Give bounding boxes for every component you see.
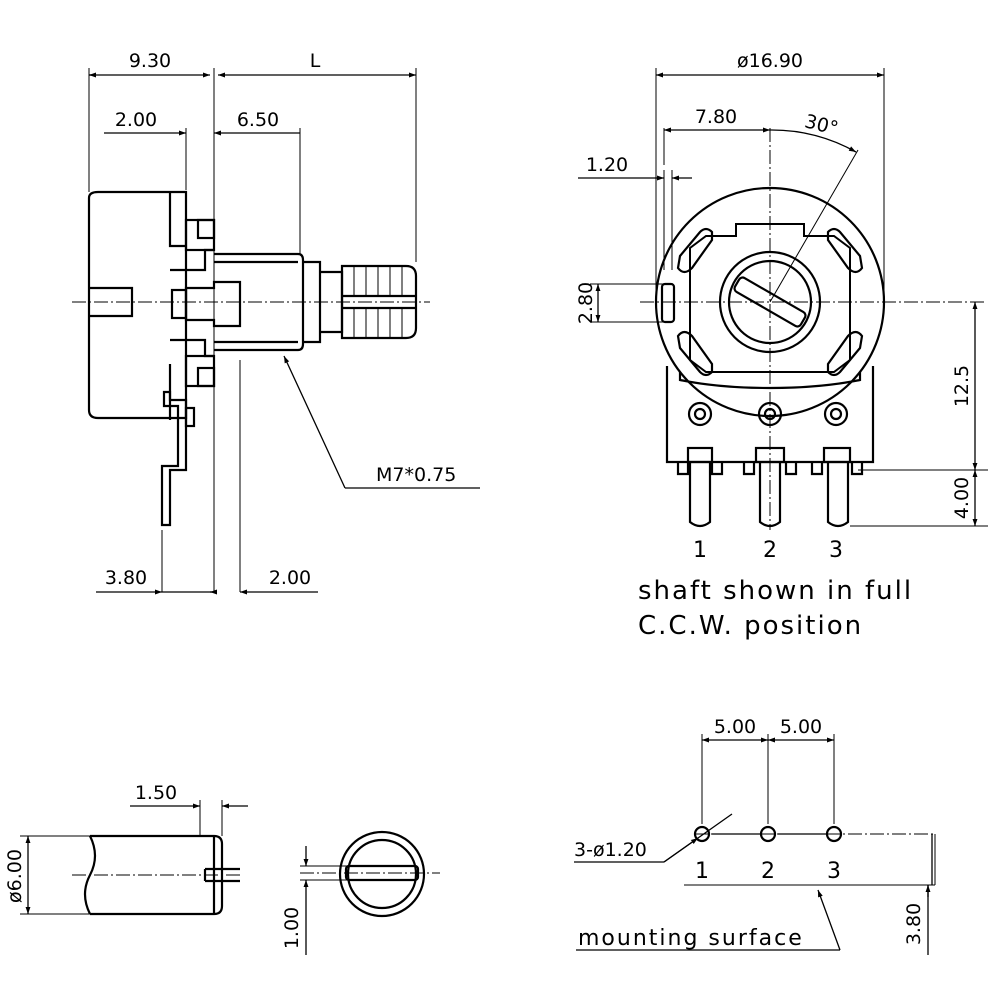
dim-3-80: 3.80 (105, 567, 147, 589)
footprint-pin-3: 3 (827, 859, 841, 884)
terminal-leg (160, 390, 188, 527)
pin-label-2: 2 (763, 538, 777, 563)
pin-label-3: 3 (829, 538, 843, 563)
hole-label: 3-ø1.20 (574, 839, 647, 861)
footprint-pin-1: 1 (695, 859, 709, 884)
dim-diameter: ø16.90 (737, 50, 803, 72)
dim-12-5: 12.5 (951, 365, 973, 407)
dim-3-80-footprint: 3.80 (903, 903, 925, 945)
shaft-slot (733, 276, 807, 328)
knurled-shaft (340, 264, 418, 340)
dim-diameter-shaft: ø6.00 (4, 849, 26, 903)
dim-1-20: 1.20 (586, 154, 628, 176)
note-line-2: C.C.W. position (638, 611, 863, 641)
thread-label: M7*0.75 (376, 464, 456, 486)
dim-pitch-b: 5.00 (780, 716, 822, 738)
pin-label-1: 1 (693, 538, 707, 563)
dim-pitch-a: 5.00 (714, 716, 756, 738)
mounting-label: mounting surface (578, 926, 804, 951)
dim-2-00-bottom: 2.00 (269, 567, 311, 589)
shaft-end-view (338, 830, 426, 918)
dim-2-00-top: 2.00 (115, 109, 157, 131)
angle-label: 30° (802, 110, 840, 139)
dim-1-00: 1.00 (281, 907, 303, 949)
footprint: 5.00 5.00 3-ø1.20 1 2 3 3.80 mounting su… (574, 716, 936, 955)
dim-2-80: 2.80 (575, 282, 597, 324)
side-view: 9.30 L 2.00 6.50 (72, 50, 480, 595)
dim-9-30: 9.30 (129, 50, 171, 72)
dim-L: L (310, 50, 321, 72)
dim-7-80: 7.80 (695, 106, 737, 128)
footprint-pin-2: 2 (761, 859, 775, 884)
dim-6-50: 6.50 (237, 109, 279, 131)
front-view: ø16.90 7.80 30° 1.20 2.80 (575, 50, 988, 641)
dim-4-00: 4.00 (951, 477, 973, 519)
dim-1-50: 1.50 (135, 782, 177, 804)
note-line-1: shaft shown in full (638, 576, 913, 606)
shaft-detail: 1.50 ø6.00 1.00 (4, 782, 440, 955)
